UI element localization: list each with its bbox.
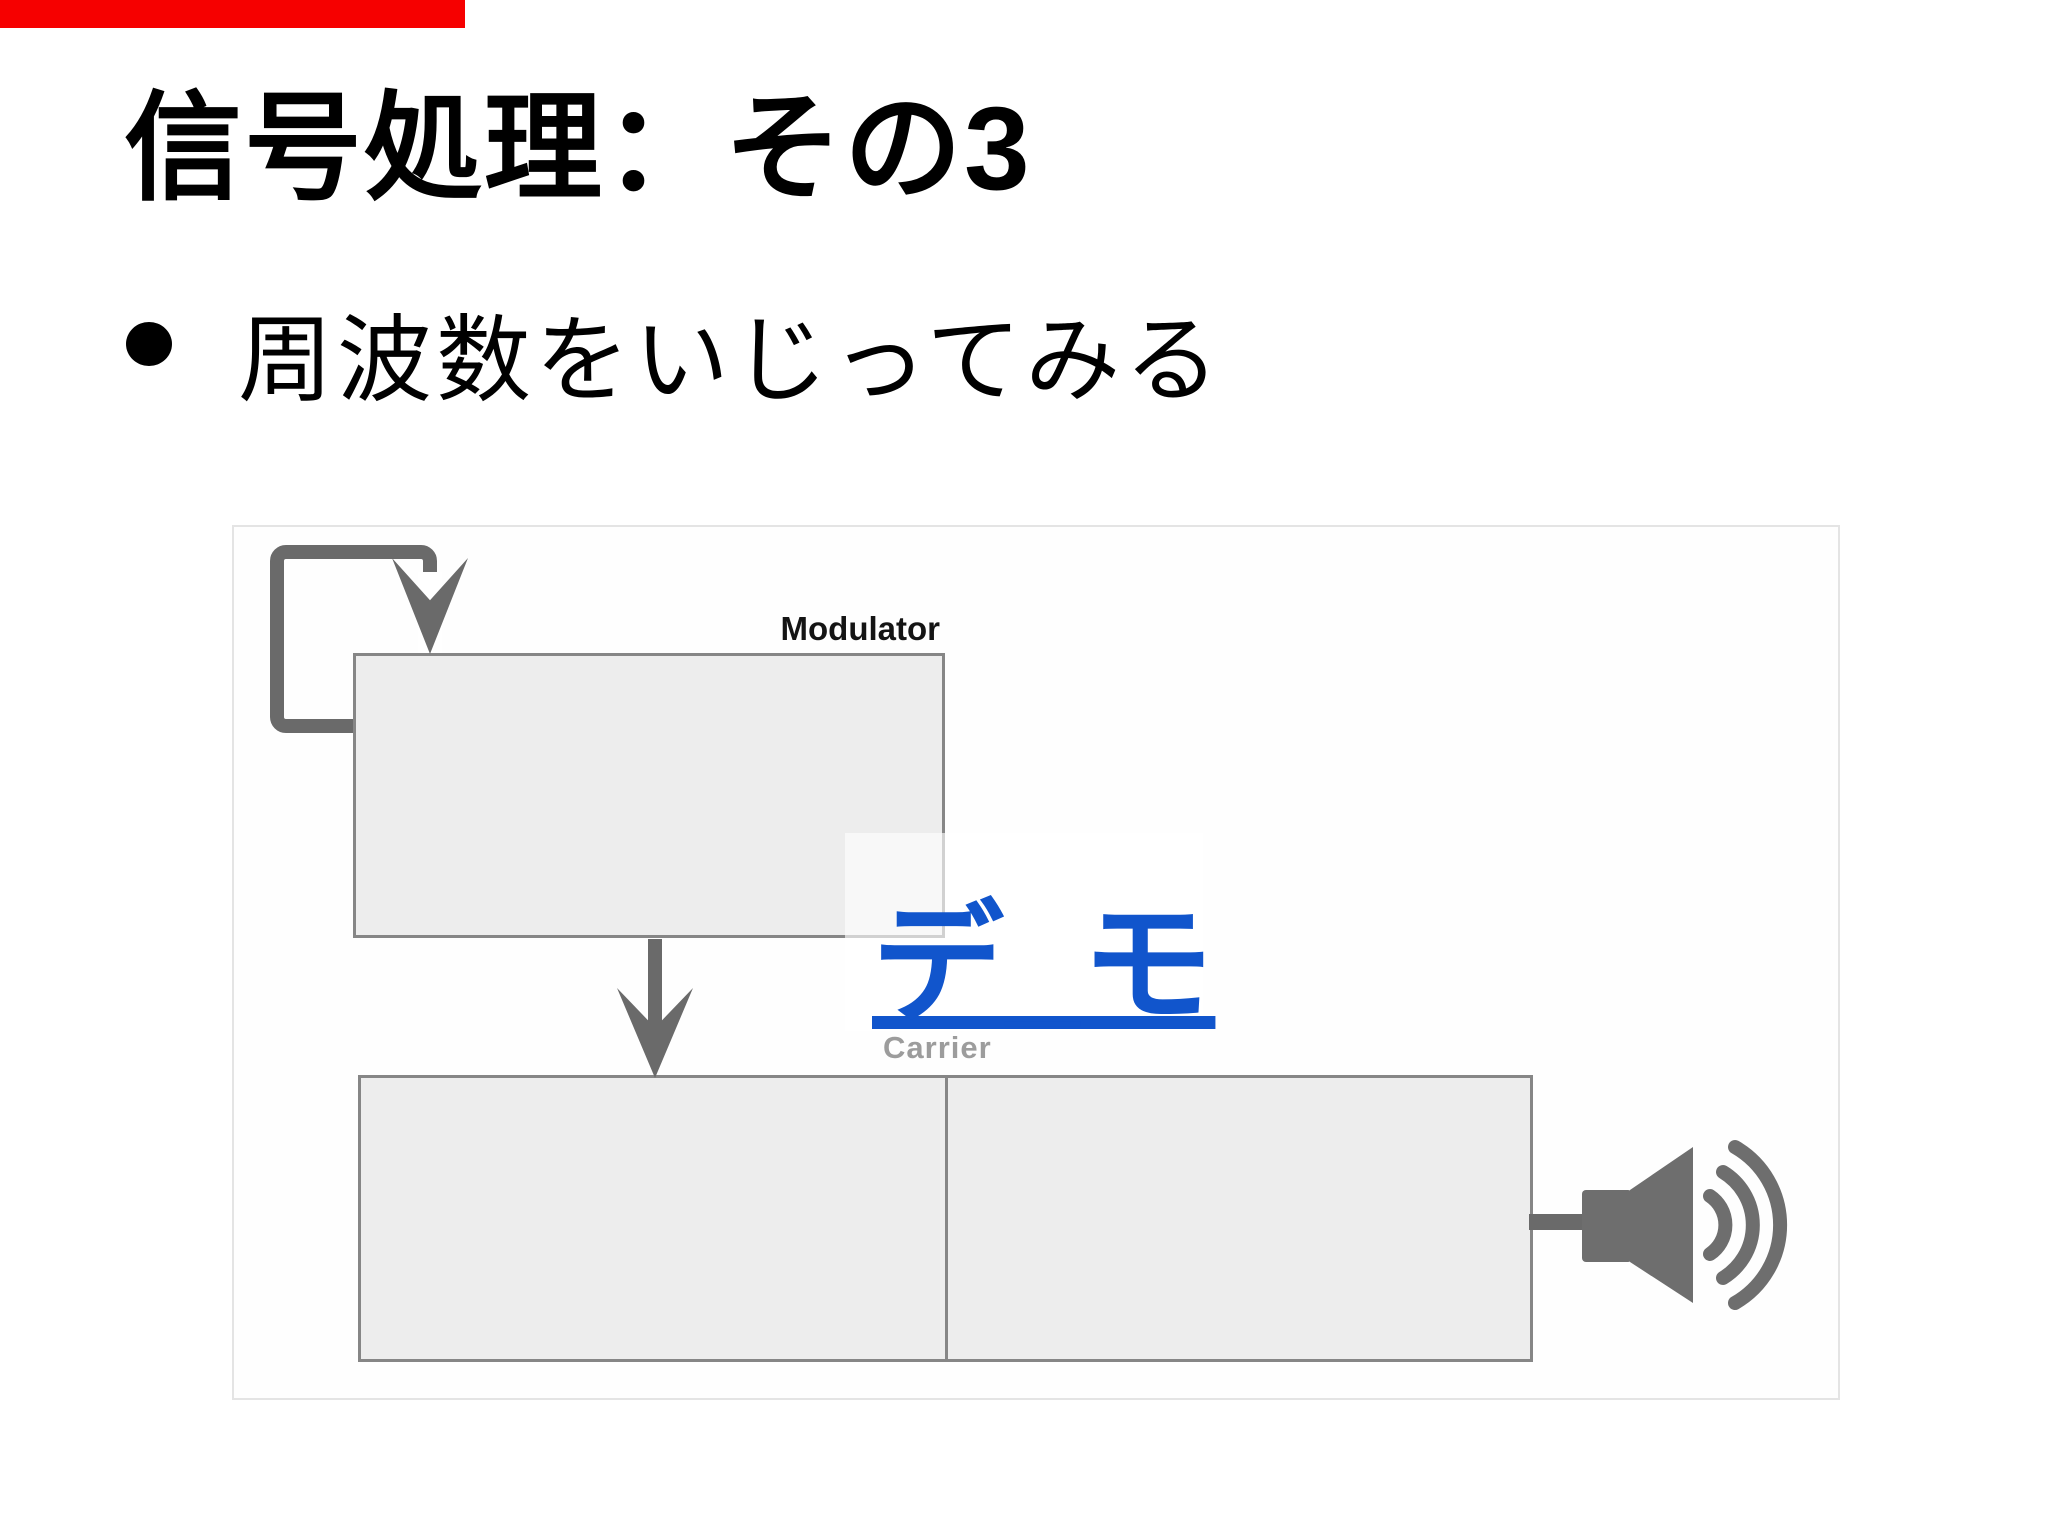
sound-wave-outer (1728, 1140, 1788, 1310)
sound-wave-inner (1703, 1189, 1733, 1261)
sound-wave-middle (1716, 1165, 1760, 1285)
demo-link[interactable]: デ_モ (872, 891, 1216, 1038)
modulator-label: Modulator (780, 610, 940, 647)
bullet-text: 周波数をいじってみる (238, 308, 1224, 414)
demo-highlight-overlay (845, 833, 1203, 1031)
speaker-cone (1630, 1147, 1693, 1303)
carrier-box-divider (945, 1075, 948, 1362)
bullet-marker-icon (126, 322, 172, 366)
speaker-body (1582, 1190, 1632, 1262)
carrier-label: Carrier (883, 1030, 992, 1065)
down-arrow-shaft (648, 939, 662, 1032)
page-title: 信号処理：その3 (124, 83, 1032, 215)
speaker-icon (1582, 1140, 1788, 1310)
speaker-connector-line (1529, 1214, 1585, 1230)
red-status-bar (0, 0, 465, 28)
